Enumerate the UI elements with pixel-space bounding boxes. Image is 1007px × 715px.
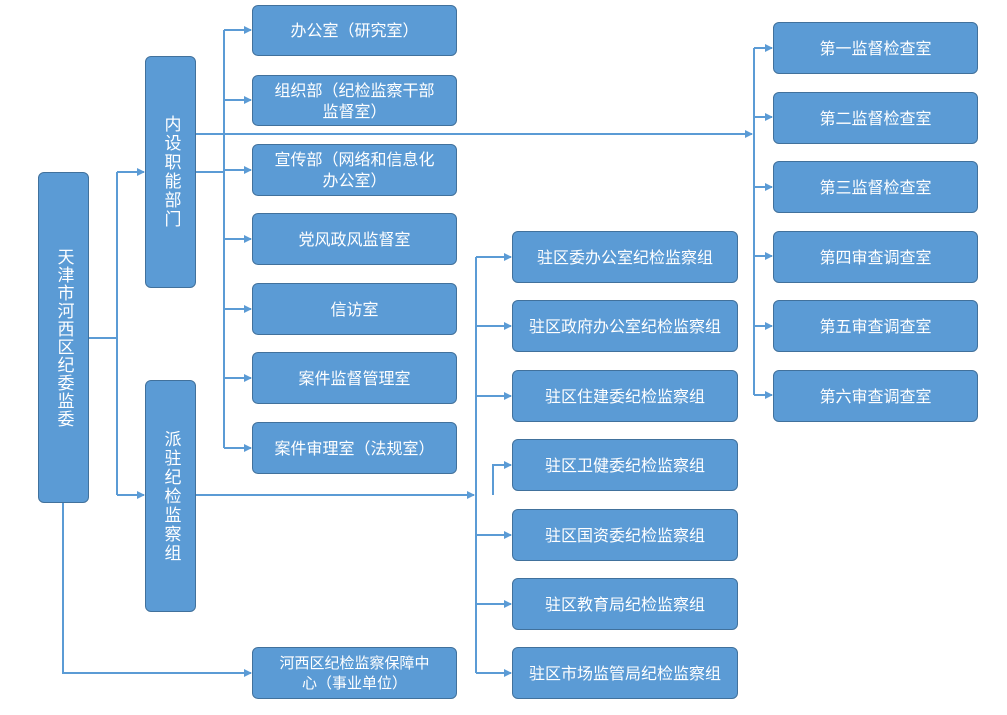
office-label: 第四审查调查室 — [819, 247, 932, 267]
office-node: 第六审查调查室 — [773, 370, 978, 422]
group-label: 驻区住建委纪检监察组 — [544, 386, 705, 406]
department-label: 宣传部（网络和信息化办公室） — [274, 150, 435, 190]
office-label: 第三监督检查室 — [819, 177, 932, 197]
office-node: 第四审查调查室 — [773, 231, 978, 283]
group-node: 驻区住建委纪检监察组 — [512, 370, 738, 422]
group-node: 驻区教育局纪检监察组 — [512, 578, 738, 630]
group-label: 驻区委办公室纪检监察组 — [536, 247, 713, 267]
department-node: 案件审理室（法规室） — [252, 422, 457, 474]
department-label: 信访室 — [330, 299, 379, 319]
department-node: 组织部（纪检监察干部监督室） — [252, 75, 457, 126]
internal-departments-label: 内设职能部门 — [160, 115, 181, 229]
office-label: 第二监督检查室 — [819, 108, 932, 128]
department-label: 组织部（纪检监察干部监督室） — [274, 80, 435, 121]
office-label: 第六审查调查室 — [819, 386, 932, 406]
department-node: 宣传部（网络和信息化办公室） — [252, 144, 457, 196]
department-node: 案件监督管理室 — [252, 352, 457, 404]
department-label: 案件监督管理室 — [298, 368, 411, 388]
group-node: 驻区政府办公室纪检监察组 — [512, 300, 738, 352]
root-node: 天津市河西区纪委监委 — [38, 172, 89, 503]
office-label: 第五审查调查室 — [819, 316, 932, 336]
group-label: 驻区教育局纪检监察组 — [544, 594, 705, 614]
support-center-label: 河西区纪检监察保障中心（事业单位） — [279, 654, 430, 692]
department-node: 信访室 — [252, 283, 457, 335]
dispatched-groups-label: 派驻纪检监察组 — [160, 429, 181, 563]
group-node: 驻区国资委纪检监察组 — [512, 509, 738, 561]
department-label: 案件审理室（法规室） — [274, 438, 435, 458]
internal-departments-node: 内设职能部门 — [145, 56, 196, 288]
office-node: 第五审查调查室 — [773, 300, 978, 352]
department-label: 党风政风监督室 — [298, 229, 411, 249]
office-node: 第二监督检查室 — [773, 92, 978, 144]
office-label: 第一监督检查室 — [819, 38, 932, 58]
group-label: 驻区国资委纪检监察组 — [544, 525, 705, 545]
group-node: 驻区卫健委纪检监察组 — [512, 439, 738, 491]
dispatched-groups-node: 派驻纪检监察组 — [145, 380, 196, 612]
group-label: 驻区卫健委纪检监察组 — [544, 455, 705, 475]
office-node: 第一监督检查室 — [773, 22, 978, 74]
root-label: 天津市河西区纪委监委 — [53, 247, 74, 428]
group-label: 驻区市场监管局纪检监察组 — [528, 663, 721, 683]
group-node: 驻区市场监管局纪检监察组 — [512, 647, 738, 699]
group-node: 驻区委办公室纪检监察组 — [512, 231, 738, 283]
group-label: 驻区政府办公室纪检监察组 — [528, 316, 721, 336]
office-node: 第三监督检查室 — [773, 161, 978, 213]
arrow-to-center — [62, 503, 252, 677]
support-center-node: 河西区纪检监察保障中心（事业单位） — [252, 647, 457, 699]
department-node: 办公室（研究室） — [252, 5, 457, 56]
department-label: 办公室（研究室） — [290, 21, 419, 40]
department-node: 党风政风监督室 — [252, 213, 457, 265]
